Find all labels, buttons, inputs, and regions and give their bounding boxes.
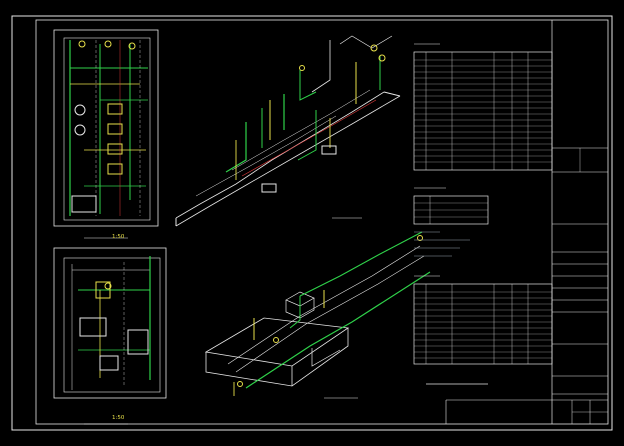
- notes-block: [414, 231, 470, 257]
- plan-lower-scale-label: 1:50: [112, 415, 125, 421]
- inner-frame: [35, 19, 609, 425]
- title-block: [551, 20, 608, 424]
- material-table-lower: [413, 275, 553, 365]
- bottom-strip: [445, 399, 608, 424]
- plan-view-lower: [53, 247, 167, 399]
- material-table-upper: [413, 43, 553, 171]
- plan-upper-scale-label: 1:50: [112, 234, 125, 240]
- isometric-upper: [175, 35, 401, 227]
- outer-frame: [11, 15, 613, 431]
- plan-view-upper: [53, 29, 159, 227]
- isometric-lower: [204, 231, 431, 396]
- small-table: [413, 187, 489, 225]
